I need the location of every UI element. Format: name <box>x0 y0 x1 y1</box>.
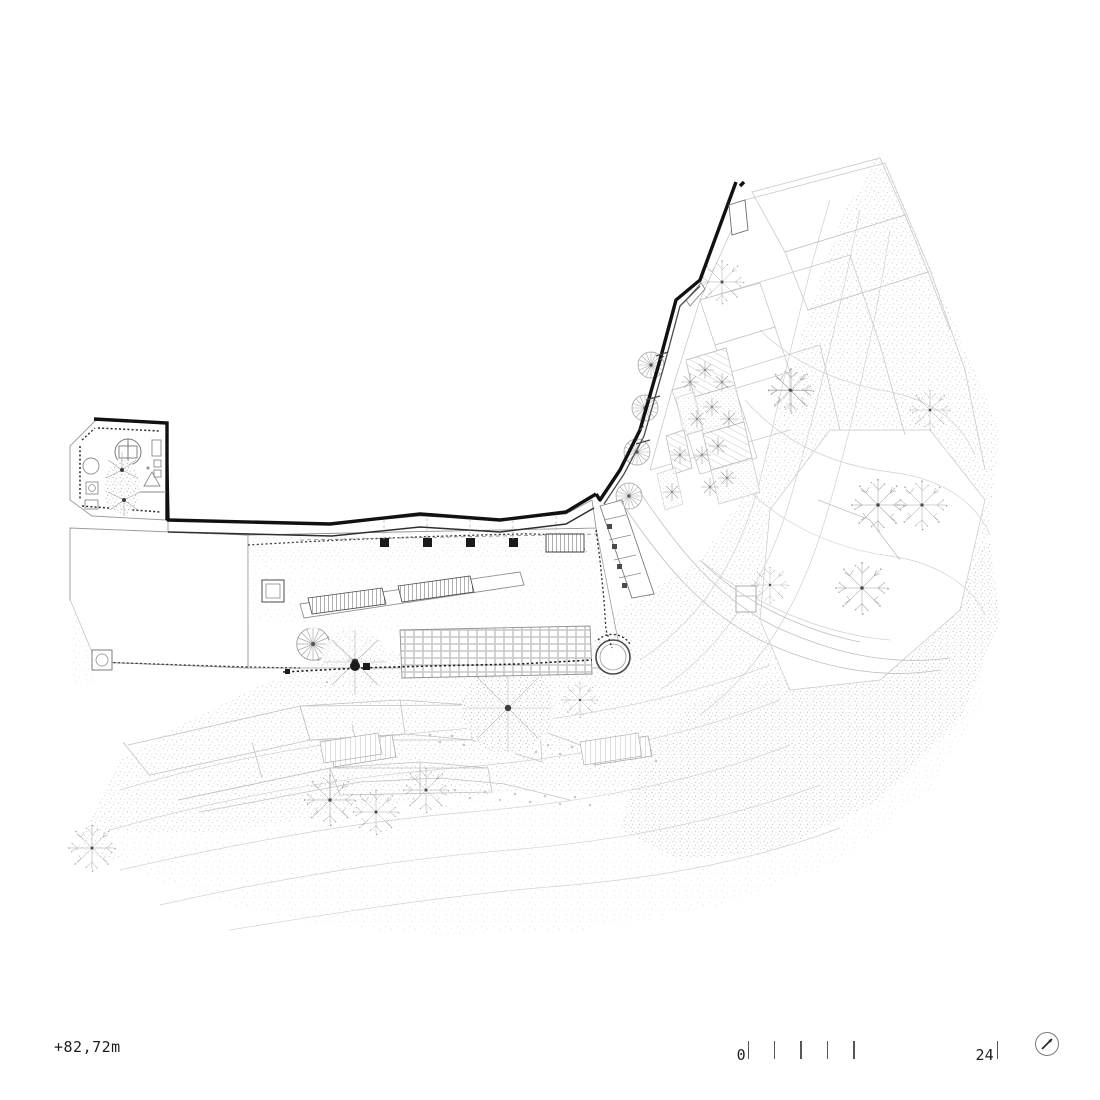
scale-bar: 0 24 <box>737 1031 1060 1063</box>
scale-tick <box>800 1041 802 1059</box>
terrain-vegetation <box>75 150 1000 935</box>
terrace-shrubs <box>104 452 141 516</box>
drawing-footer: +82,72m 0 24 <box>0 1010 1100 1100</box>
north-arrow-icon <box>1034 1031 1060 1061</box>
scale-tick <box>747 1041 749 1059</box>
circular-planter <box>595 633 631 675</box>
scale-ticks <box>746 1039 880 1059</box>
scale-end-label: 24 <box>975 1046 994 1064</box>
scale-end-tick <box>996 1041 998 1059</box>
scale-tick <box>853 1041 855 1059</box>
scale-start-label: 0 <box>736 1046 746 1064</box>
scale-tick <box>773 1041 776 1059</box>
elevation-label: +82,72m <box>54 1038 121 1056</box>
south-dotted-path <box>282 659 593 673</box>
path-nodes <box>285 661 370 674</box>
east-dotted-path <box>595 529 613 649</box>
large-tree-canopy <box>462 662 554 754</box>
upper-building-roof <box>594 180 757 613</box>
terraced-planting-beds <box>656 347 761 511</box>
scale-tick <box>826 1041 829 1059</box>
south-stairs <box>319 732 643 766</box>
east-walkways <box>619 491 951 674</box>
west-wing-roof-terrace <box>69 417 169 521</box>
